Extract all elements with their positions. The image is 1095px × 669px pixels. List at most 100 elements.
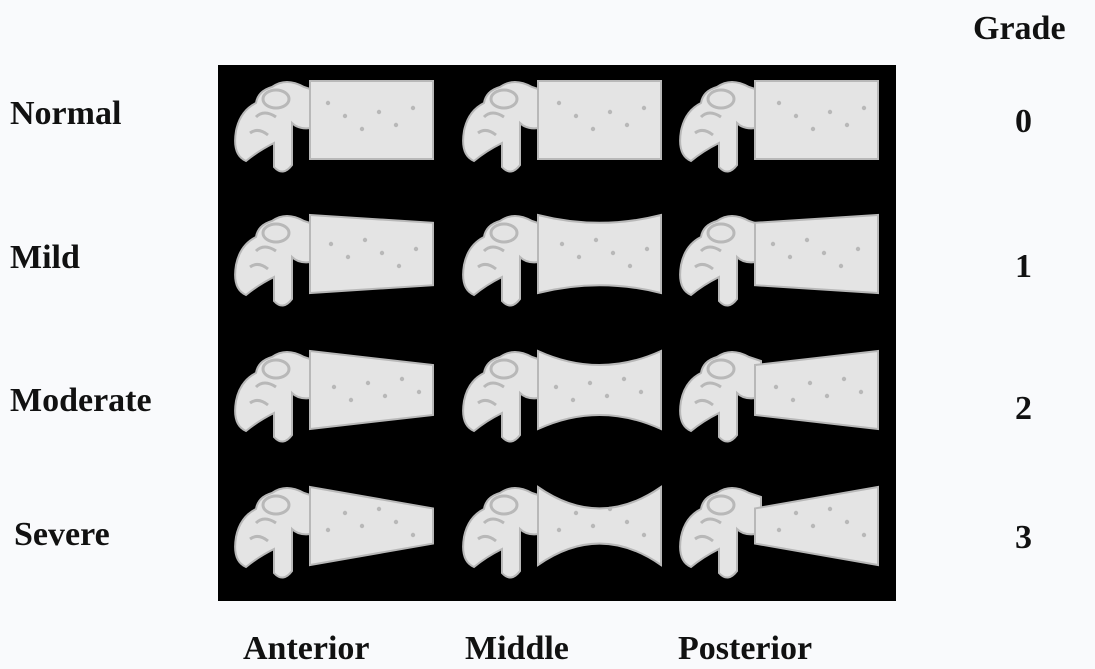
texture-dot bbox=[332, 385, 336, 389]
texture-dot bbox=[791, 398, 795, 402]
texture-dot bbox=[622, 377, 626, 381]
texture-dot bbox=[811, 524, 815, 528]
texture-dot bbox=[346, 255, 350, 259]
texture-dot bbox=[839, 264, 843, 268]
texture-dot bbox=[588, 381, 592, 385]
texture-dot bbox=[842, 377, 846, 381]
vertebra-severe-anterior bbox=[235, 487, 433, 578]
vertebra-mild-middle bbox=[463, 215, 661, 306]
texture-dot bbox=[383, 394, 387, 398]
texture-dot bbox=[794, 511, 798, 515]
vertebral-body-mild-posterior bbox=[755, 215, 878, 293]
texture-dot bbox=[377, 110, 381, 114]
texture-dot bbox=[411, 533, 415, 537]
vertebral-body-normal-anterior bbox=[310, 81, 433, 159]
texture-dot bbox=[377, 507, 381, 511]
texture-dot bbox=[862, 106, 866, 110]
grade-value-0: 0 bbox=[1015, 105, 1032, 139]
texture-dot bbox=[642, 106, 646, 110]
grade-value-3: 3 bbox=[1015, 521, 1032, 555]
grade-header: Grade bbox=[973, 12, 1066, 46]
texture-dot bbox=[611, 251, 615, 255]
vertebra-moderate-anterior bbox=[235, 351, 433, 442]
texture-dot bbox=[594, 238, 598, 242]
vertebra-severe-posterior bbox=[680, 487, 878, 578]
texture-dot bbox=[360, 524, 364, 528]
texture-dot bbox=[771, 242, 775, 246]
texture-dot bbox=[605, 394, 609, 398]
texture-dot bbox=[808, 381, 812, 385]
texture-dot bbox=[862, 533, 866, 537]
vertebral-body-mild-middle bbox=[538, 215, 661, 293]
row-label-severe: Severe bbox=[14, 518, 110, 552]
texture-dot bbox=[397, 264, 401, 268]
texture-dot bbox=[628, 264, 632, 268]
posterior-arch-shape bbox=[680, 488, 761, 578]
posterior-arch-shape bbox=[463, 82, 544, 172]
grade-value-2: 2 bbox=[1015, 392, 1032, 426]
posterior-arch-shape bbox=[463, 488, 544, 578]
texture-dot bbox=[625, 520, 629, 524]
texture-dot bbox=[639, 390, 643, 394]
texture-dot bbox=[825, 394, 829, 398]
column-label-anterior: Anterior bbox=[243, 632, 370, 666]
vertebral-body-severe-middle bbox=[538, 487, 661, 565]
texture-dot bbox=[571, 398, 575, 402]
posterior-arch-shape bbox=[235, 352, 316, 442]
vertebral-body-severe-anterior bbox=[310, 487, 433, 565]
vertebral-body-mild-anterior bbox=[310, 215, 433, 293]
texture-dot bbox=[554, 385, 558, 389]
texture-dot bbox=[417, 390, 421, 394]
vertebra-normal-anterior bbox=[235, 81, 433, 172]
texture-dot bbox=[329, 242, 333, 246]
texture-dot bbox=[366, 381, 370, 385]
texture-dot bbox=[326, 528, 330, 532]
vertebral-body-moderate-middle bbox=[538, 351, 661, 429]
texture-dot bbox=[400, 377, 404, 381]
texture-dot bbox=[856, 247, 860, 251]
texture-dot bbox=[828, 110, 832, 114]
grade-value-1: 1 bbox=[1015, 250, 1032, 284]
vertebra-normal-posterior bbox=[680, 81, 878, 172]
texture-dot bbox=[577, 255, 581, 259]
vertebral-body-severe-posterior bbox=[755, 487, 878, 565]
row-label-mild: Mild bbox=[10, 241, 80, 275]
texture-dot bbox=[557, 101, 561, 105]
texture-dot bbox=[557, 528, 561, 532]
vertebra-mild-anterior bbox=[235, 215, 433, 306]
texture-dot bbox=[608, 110, 612, 114]
vertebra-moderate-posterior bbox=[680, 351, 878, 442]
texture-dot bbox=[574, 511, 578, 515]
posterior-arch-shape bbox=[680, 216, 761, 306]
vertebra-severe-middle bbox=[463, 487, 661, 578]
vertebral-body-moderate-posterior bbox=[755, 351, 878, 429]
texture-dot bbox=[343, 511, 347, 515]
vertebra-grid bbox=[218, 65, 896, 601]
texture-dot bbox=[343, 114, 347, 118]
posterior-arch-shape bbox=[463, 216, 544, 306]
column-label-posterior: Posterior bbox=[678, 632, 812, 666]
texture-dot bbox=[645, 247, 649, 251]
texture-dot bbox=[414, 247, 418, 251]
texture-dot bbox=[411, 106, 415, 110]
texture-dot bbox=[794, 114, 798, 118]
texture-dot bbox=[845, 123, 849, 127]
row-label-moderate: Moderate bbox=[10, 384, 152, 418]
texture-dot bbox=[859, 390, 863, 394]
texture-dot bbox=[608, 507, 612, 511]
texture-dot bbox=[394, 123, 398, 127]
texture-dot bbox=[349, 398, 353, 402]
texture-dot bbox=[788, 255, 792, 259]
texture-dot bbox=[845, 520, 849, 524]
texture-dot bbox=[560, 242, 564, 246]
texture-dot bbox=[363, 238, 367, 242]
texture-dot bbox=[774, 385, 778, 389]
texture-dot bbox=[591, 127, 595, 131]
posterior-arch-shape bbox=[463, 352, 544, 442]
vertebral-body-normal-posterior bbox=[755, 81, 878, 159]
posterior-arch-shape bbox=[680, 352, 761, 442]
vertebra-moderate-middle bbox=[463, 351, 661, 442]
texture-dot bbox=[642, 533, 646, 537]
texture-dot bbox=[828, 507, 832, 511]
texture-dot bbox=[574, 114, 578, 118]
